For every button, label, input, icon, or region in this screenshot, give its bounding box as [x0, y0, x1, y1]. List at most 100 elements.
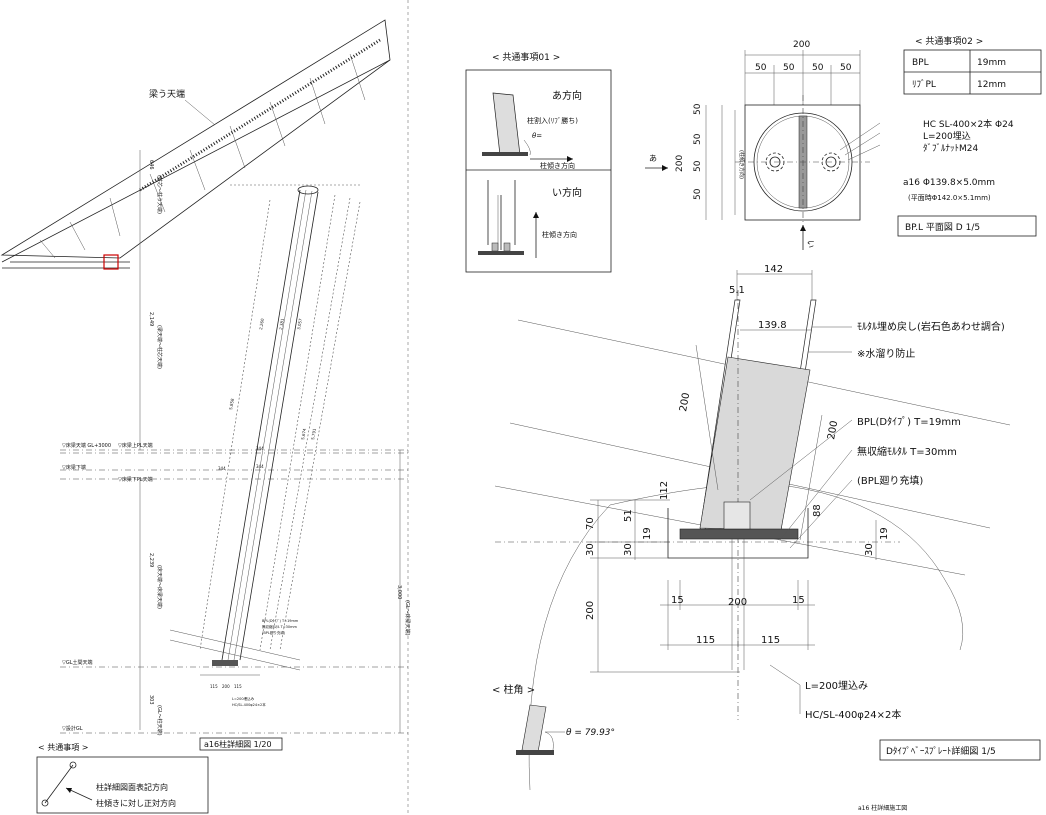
level-ga-sub: ▽床梁上PL天端: [118, 442, 153, 449]
plan-dim-side-1: 50: [693, 103, 703, 115]
common01-a-label: あ方向: [552, 89, 582, 102]
common02-panel: < 共通事項02 > BPL 19mm ﾘﾌﾞPL 12mm: [903, 35, 1042, 95]
column-dims: 5,858 2,260 2,381 3,057 5,674 5,791: [228, 318, 317, 441]
detail-dim-200b: 200: [826, 420, 840, 441]
plan-hc-label: HC SL-400×2本 Φ24: [923, 118, 1014, 130]
small-dim-1: 344: [256, 446, 264, 451]
level-ga: ▽床梁天端 GL+3000: [62, 442, 111, 449]
detail-bottom-dim2-1: 115: [696, 635, 715, 646]
small-dim-3: 344: [218, 466, 226, 471]
common01-theta: θ=: [532, 132, 542, 140]
detail-bottom-dim-3: 15: [792, 595, 805, 606]
detail-dim-51b: 51: [623, 509, 634, 522]
detail-dim-142: 142: [764, 264, 783, 275]
dim-303: 303: [148, 695, 154, 705]
level-floor-pl-under: ▽床梁下PL天端: [118, 476, 153, 483]
plan-side-note: (柱傾き方向): [738, 150, 745, 179]
anchor-nut: [723, 501, 751, 530]
base-dim-1: 115: [210, 684, 218, 689]
anchor-note-1: L=200埋込み: [232, 696, 255, 701]
dim-646-note: (柱芯〜柱う天端): [156, 175, 163, 214]
left-elevation: 梁う天端 646 (柱芯〜柱う天端) 2,149 (梁天端〜柱芯天端) ▽床梁天…: [0, 0, 411, 815]
col-dim-6: 5,791: [310, 428, 317, 441]
base-dim-3: 115: [234, 684, 242, 689]
common02-row1-value: 19mm: [977, 58, 1006, 68]
detail-dim-1398: 139.8: [758, 320, 787, 331]
common01-tilt-i: 柱傾き方向: [542, 230, 577, 239]
detail-anchor-hc: HC/SL-400φ24×2本: [805, 708, 901, 721]
dim-646: 646: [148, 160, 154, 170]
plan-pipe-sub: (平面時Φ142.0×5.1mm): [908, 194, 991, 202]
detail-dim-30b: 30: [623, 543, 634, 556]
common01-i-label: い方向: [552, 186, 582, 199]
common02-row1-name: BPL: [912, 58, 929, 68]
level-design-gl: ▽設計GL: [62, 725, 83, 732]
base-detail: 142 5.1 139.8 ﾓﾙﾀﾙ埋め戻し(岩石色あわせ調合) ※水溜り防止 …: [494, 264, 1041, 791]
common02-row2-value: 12mm: [977, 80, 1006, 90]
base-plate: [679, 528, 799, 540]
dim-2239-note: (床天端〜床梁天端): [156, 565, 163, 609]
anchor-note-2: HC/SL-400φ24×2本: [232, 702, 266, 707]
detail-dim-88: 88: [812, 504, 823, 517]
left-view-title: a16柱詳細図 1/20: [204, 739, 272, 749]
detail-bottom-dim-2: 200: [728, 597, 747, 608]
detail-dim-30c: 30: [864, 543, 875, 556]
detail-title: Dﾀｲﾌﾟﾍﾞｰｽﾌﾟﾚｰﾄ詳細図 1/5: [886, 745, 996, 757]
plan-arrow-i: い: [806, 240, 815, 248]
plan-arrow-a: あ: [649, 154, 657, 163]
plan-pipe-label: a16 Φ139.8×5.0mm: [903, 178, 995, 188]
bpl-note-2: 無収縮ﾓﾙﾀﾙ T=30mm: [262, 624, 298, 629]
common01-rib-label: 柱割入(ﾘﾌﾞ勝ち): [527, 116, 578, 125]
plan-nut-label: ﾀﾞﾌﾞﾙﾅｯﾄM24: [923, 143, 978, 154]
angle-title: < 柱角 >: [492, 683, 535, 696]
detail-dim-51: 5.1: [729, 285, 745, 296]
base-dim-2: 200: [222, 684, 230, 689]
dim-2149-note: (梁天端〜柱芯天端): [156, 325, 163, 369]
plan-dim-side-total: 200: [675, 155, 685, 172]
common02-title: < 共通事項02 >: [915, 35, 983, 47]
dim-2239: 2,239: [148, 553, 154, 567]
column-angle: < 柱角 > θ = 79.93°: [492, 683, 615, 755]
plan-title: BP.L 平面図 D 1/5: [905, 222, 980, 233]
plan-dim-total: 200: [793, 40, 810, 50]
col-dim-1: 5,858: [228, 398, 235, 411]
detail-note-bpl: BPL(Dﾀｲﾌﾟ) T=19mm: [857, 416, 961, 428]
detail-dim-70: 70: [585, 517, 596, 530]
plan-dim-side-2: 50: [693, 133, 703, 145]
bpl-note-3: (BPL廻り充填): [262, 630, 286, 635]
beam-label: 梁う天端: [149, 88, 185, 100]
plan-dim-side-4: 50: [693, 188, 703, 200]
detail-dim-19: 19: [642, 527, 653, 540]
footer-label: a16 柱詳細施工図: [858, 804, 907, 812]
detail-dim-19b: 19: [879, 527, 890, 540]
common-note: < 共通事項 > 柱詳細図面表記方向 柱傾きに対し正対方向: [36, 742, 209, 814]
detail-anchor-l: L=200埋込み: [805, 680, 868, 692]
base-plate-plan: [744, 104, 861, 221]
plan-dim-top-3: 50: [812, 63, 824, 73]
dim-2149: 2,149: [148, 312, 154, 326]
common-note-title: < 共通事項 >: [38, 742, 89, 752]
plan-dim-top-2: 50: [783, 63, 795, 73]
detail-dim-200c: 200: [585, 601, 596, 620]
common01-tilt-a: 柱傾き方向: [540, 161, 575, 170]
plan-l200-label: L=200埋込: [923, 131, 971, 142]
plan-view: 200 50 50 50 50 50 50 50 50 200 (柱傾き方向) …: [645, 40, 1037, 250]
small-dim-2: 344: [256, 464, 264, 469]
roof-truss: [0, 19, 391, 259]
dim-3000-note: (GL〜床梁天端): [404, 600, 411, 636]
dim-303-note: (GL〜柱天端): [156, 705, 163, 736]
mortar-fill: [699, 356, 811, 531]
common01-title: < 共通事項01 >: [492, 51, 560, 63]
common-note-line2: 柱傾きに対し正対方向: [96, 798, 176, 808]
plan-dim-top-4: 50: [840, 63, 852, 73]
detail-note-nonshrink: 無収縮ﾓﾙﾀﾙ T=30mm: [857, 445, 957, 458]
common-note-line1: 柱詳細図面表記方向: [96, 782, 168, 792]
detail-note-fill: (BPL廻り充填): [857, 474, 923, 487]
bpl-note-1: BPL(Dﾀｲﾌﾟ) T=19mm: [262, 618, 299, 623]
angle-value: θ = 79.93°: [566, 728, 615, 738]
detail-note-mortar: ﾓﾙﾀﾙ埋め戻し(岩石色あわせ調合): [857, 320, 1005, 333]
col-dim-5: 5,674: [300, 428, 307, 441]
column-outline-right: [239, 191, 319, 661]
common01-panel: < 共通事項01 > あ方向 柱割入(ﾘﾌﾞ勝ち) θ= 柱傾き方向 い方向 柱…: [465, 51, 612, 273]
